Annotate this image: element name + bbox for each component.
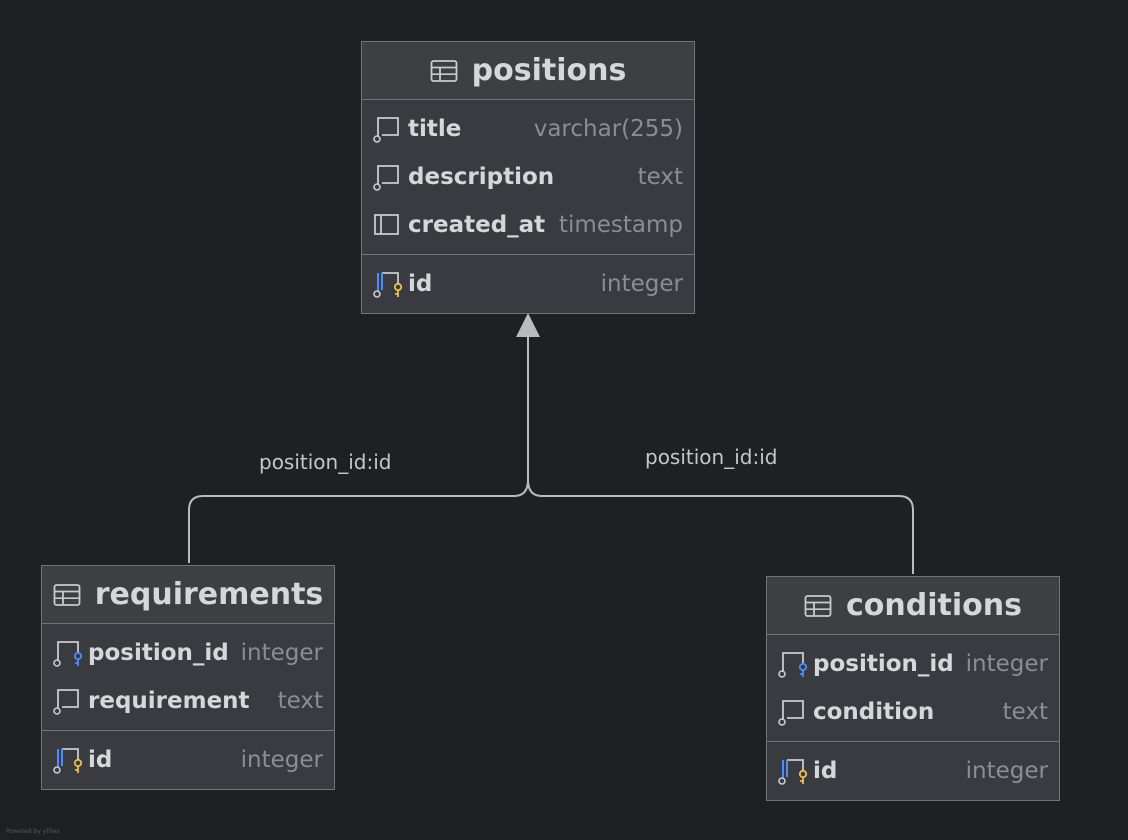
column-row[interactable]: created_at timestamp: [362, 201, 694, 249]
relation-label-conditions: position_id:id: [645, 445, 778, 469]
table-icon: [804, 594, 832, 618]
column-row[interactable]: id integer: [767, 747, 1059, 795]
table-icon: [53, 583, 81, 607]
columns-section: title varchar(255) description text created_…: [362, 100, 694, 254]
primary-key-icon: [778, 759, 807, 785]
keys-section: id integer: [767, 741, 1059, 800]
column-row[interactable]: title varchar(255): [362, 105, 694, 153]
keys-section: id integer: [362, 254, 694, 313]
column-type: text: [277, 688, 323, 714]
nullable-column-icon: [373, 165, 399, 191]
column-type: integer: [240, 747, 323, 773]
column-type: text: [1002, 699, 1048, 725]
column-name: title: [408, 116, 462, 142]
footer-note: Powered by yFiles: [6, 828, 60, 835]
column-name: id: [408, 271, 433, 297]
table-icon: [430, 59, 458, 83]
column-row[interactable]: description text: [362, 153, 694, 201]
column-row[interactable]: id integer: [362, 260, 694, 308]
column-row[interactable]: position_id integer: [767, 640, 1059, 688]
table-positions[interactable]: positions title varchar(255) description te…: [361, 41, 695, 314]
primary-key-icon: [373, 272, 402, 298]
column-row[interactable]: id integer: [42, 736, 334, 784]
relation-line-requirements: [188, 336, 529, 563]
column-row[interactable]: condition text: [767, 688, 1059, 736]
table-header[interactable]: positions: [362, 42, 694, 100]
column-type: integer: [965, 651, 1048, 677]
nullable-column-icon: [373, 117, 399, 143]
foreign-key-icon: [53, 641, 82, 667]
nullable-column-icon: [778, 700, 804, 726]
keys-section: id integer: [42, 730, 334, 789]
columns-section: position_id integer condition text: [767, 635, 1059, 741]
table-title: positions: [471, 53, 627, 88]
column-type: integer: [240, 640, 323, 666]
table-title: conditions: [846, 588, 1022, 623]
primary-key-icon: [53, 748, 82, 774]
column-name: description: [408, 164, 555, 190]
column-name: position_id: [813, 651, 954, 677]
relation-label-requirements: position_id:id: [259, 450, 392, 474]
foreign-key-icon: [778, 652, 807, 678]
table-title: requirements: [94, 577, 324, 612]
column-type: text: [637, 164, 683, 190]
relation-arrowhead: [516, 313, 540, 337]
column-row[interactable]: requirement text: [42, 677, 334, 725]
column-name: id: [88, 747, 113, 773]
nullable-column-icon: [53, 689, 79, 715]
column-name: id: [813, 758, 838, 784]
column-row[interactable]: position_id integer: [42, 629, 334, 677]
column-type: timestamp: [558, 212, 683, 238]
column-type: varchar(255): [533, 116, 683, 142]
relation-line-conditions: [527, 479, 914, 574]
column-name: requirement: [88, 688, 250, 714]
column-name: created_at: [408, 212, 546, 238]
table-header[interactable]: requirements: [42, 566, 334, 624]
column-name: position_id: [88, 640, 229, 666]
column-type: integer: [600, 271, 683, 297]
table-header[interactable]: conditions: [767, 577, 1059, 635]
column-icon: [374, 214, 399, 235]
column-name: condition: [813, 699, 935, 725]
columns-section: position_id integer requirement text: [42, 624, 334, 730]
column-type: integer: [965, 758, 1048, 784]
